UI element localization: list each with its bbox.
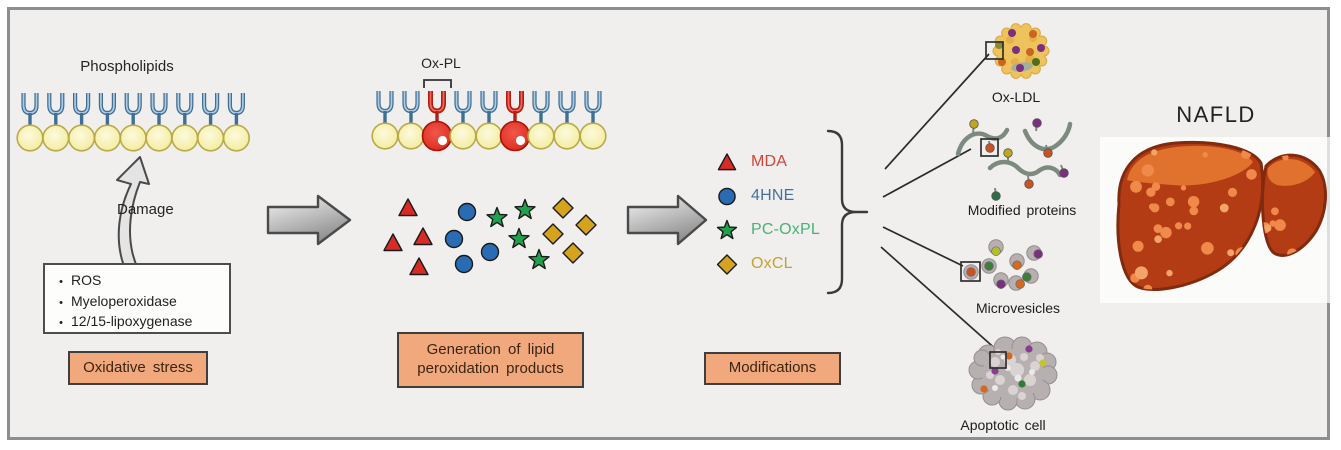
- damage-label: Damage: [117, 201, 174, 218]
- legend-label: 4HNE: [751, 186, 795, 204]
- liver-graphic: [1116, 140, 1327, 291]
- apoptotic-cell-graphic: [968, 336, 1058, 411]
- legend-item-pc-oxpl: PC-OxPL: [716, 219, 820, 240]
- legend-item-4hne: 4HNE: [716, 185, 820, 206]
- brace: [826, 129, 869, 295]
- legend-item-oxcl: OxCL: [716, 253, 820, 275]
- triangle-icon: [717, 152, 737, 170]
- factor-item: • 12/15-lipoxygenase: [51, 312, 223, 333]
- diamond-icon: [716, 253, 738, 275]
- factors-box: • ROS • Myeloperoxidase • 12/15-lipoxygenase: [43, 263, 231, 334]
- legend-label: PC-OxPL: [751, 220, 820, 238]
- membrane-oxpl: [371, 91, 607, 152]
- microvesicles-graphic: [960, 239, 1043, 291]
- connector-lines: [880, 53, 1000, 353]
- products-scatter: [383, 197, 597, 276]
- modifications-box: Modifications: [704, 352, 841, 385]
- bullet-icon: •: [59, 296, 63, 309]
- modified-proteins-label: Modified proteins: [967, 202, 1077, 218]
- modified-proteins-graphic: [955, 118, 1073, 201]
- factor-text: ROS: [71, 272, 102, 288]
- modifications-label: Modifications: [728, 359, 817, 377]
- star-icon: [716, 219, 738, 239]
- factor-text: 12/15-lipoxygenase: [71, 313, 193, 329]
- oxidative-stress-label: Oxidative stress: [83, 358, 193, 376]
- oxidative-stress-box: Oxidative stress: [68, 351, 208, 385]
- factors-list: • ROS • Myeloperoxidase • 12/15-lipoxygenase: [51, 271, 223, 333]
- ox-ldl-label: Ox-LDL: [991, 89, 1041, 105]
- oxpl-bracket: [423, 79, 452, 88]
- bullet-icon: •: [59, 317, 63, 329]
- legend-item-mda: MDA: [716, 151, 820, 172]
- factor-item: • ROS: [51, 271, 223, 292]
- microvesicles-label: Microvesicles: [975, 300, 1060, 316]
- generation-label: Generation of lipid peroxidation product…: [417, 341, 564, 377]
- membrane-phospholipids: [16, 93, 250, 152]
- phospholipids-label: Phospholipids: [80, 58, 174, 75]
- oxldl-graphic: [985, 23, 1050, 79]
- flow-arrow-1: [266, 194, 352, 246]
- legend-label: MDA: [751, 152, 788, 170]
- flow-arrow-2: [626, 194, 708, 246]
- oxpl-label: Ox-PL: [421, 55, 461, 71]
- circle-icon: [718, 187, 736, 205]
- factor-text: Myeloperoxidase: [71, 292, 177, 309]
- factor-item: • Myeloperoxidase: [51, 292, 223, 313]
- bullet-icon: •: [59, 276, 63, 288]
- legend-label: OxCL: [751, 254, 793, 272]
- generation-box: Generation of lipid peroxidation product…: [397, 332, 584, 388]
- nafld-label: NAFLD: [1176, 102, 1256, 127]
- legend: MDA 4HNE PC-OxPL OxCL: [716, 151, 820, 275]
- apoptotic-cell-label: Apoptotic cell: [960, 417, 1046, 433]
